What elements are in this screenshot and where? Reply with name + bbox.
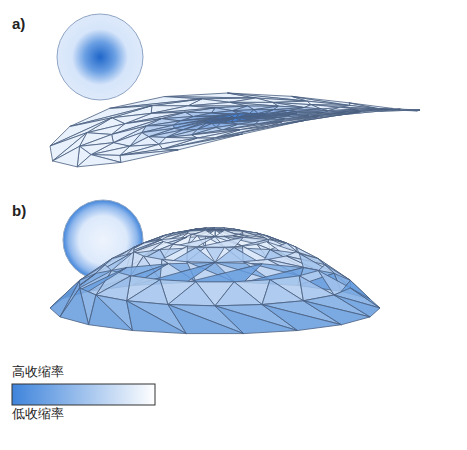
legend-gradient-bar — [12, 384, 155, 405]
mesh-facet — [197, 130, 240, 138]
mesh-facet — [91, 146, 130, 155]
mesh-facet — [168, 282, 215, 306]
legend-text: 高收缩率 — [12, 365, 64, 379]
panel-label: a) — [12, 16, 25, 33]
mesh-facet — [120, 150, 178, 163]
mesh-facet — [77, 155, 121, 167]
mesh-facet — [214, 120, 306, 138]
mesh-facet — [127, 280, 168, 305]
legend-text: 低收缩率 — [12, 407, 64, 421]
disc-center-shrink — [57, 14, 143, 100]
mesh-facet — [249, 110, 258, 114]
mesh-facet — [254, 106, 278, 110]
mesh-facet — [262, 280, 303, 305]
mesh-facet — [192, 130, 240, 138]
panel-label: b) — [12, 203, 26, 220]
mesh-facet — [53, 146, 80, 167]
saddle-mesh — [50, 93, 420, 167]
mesh-facet — [215, 282, 262, 306]
mesh-facet — [163, 134, 243, 150]
dome-mesh — [50, 228, 380, 334]
mesh-facet — [230, 98, 273, 102]
mesh-facet — [214, 120, 306, 138]
mesh-facet — [89, 295, 133, 331]
mesh-facet — [168, 305, 244, 334]
mesh-facet — [60, 288, 89, 325]
